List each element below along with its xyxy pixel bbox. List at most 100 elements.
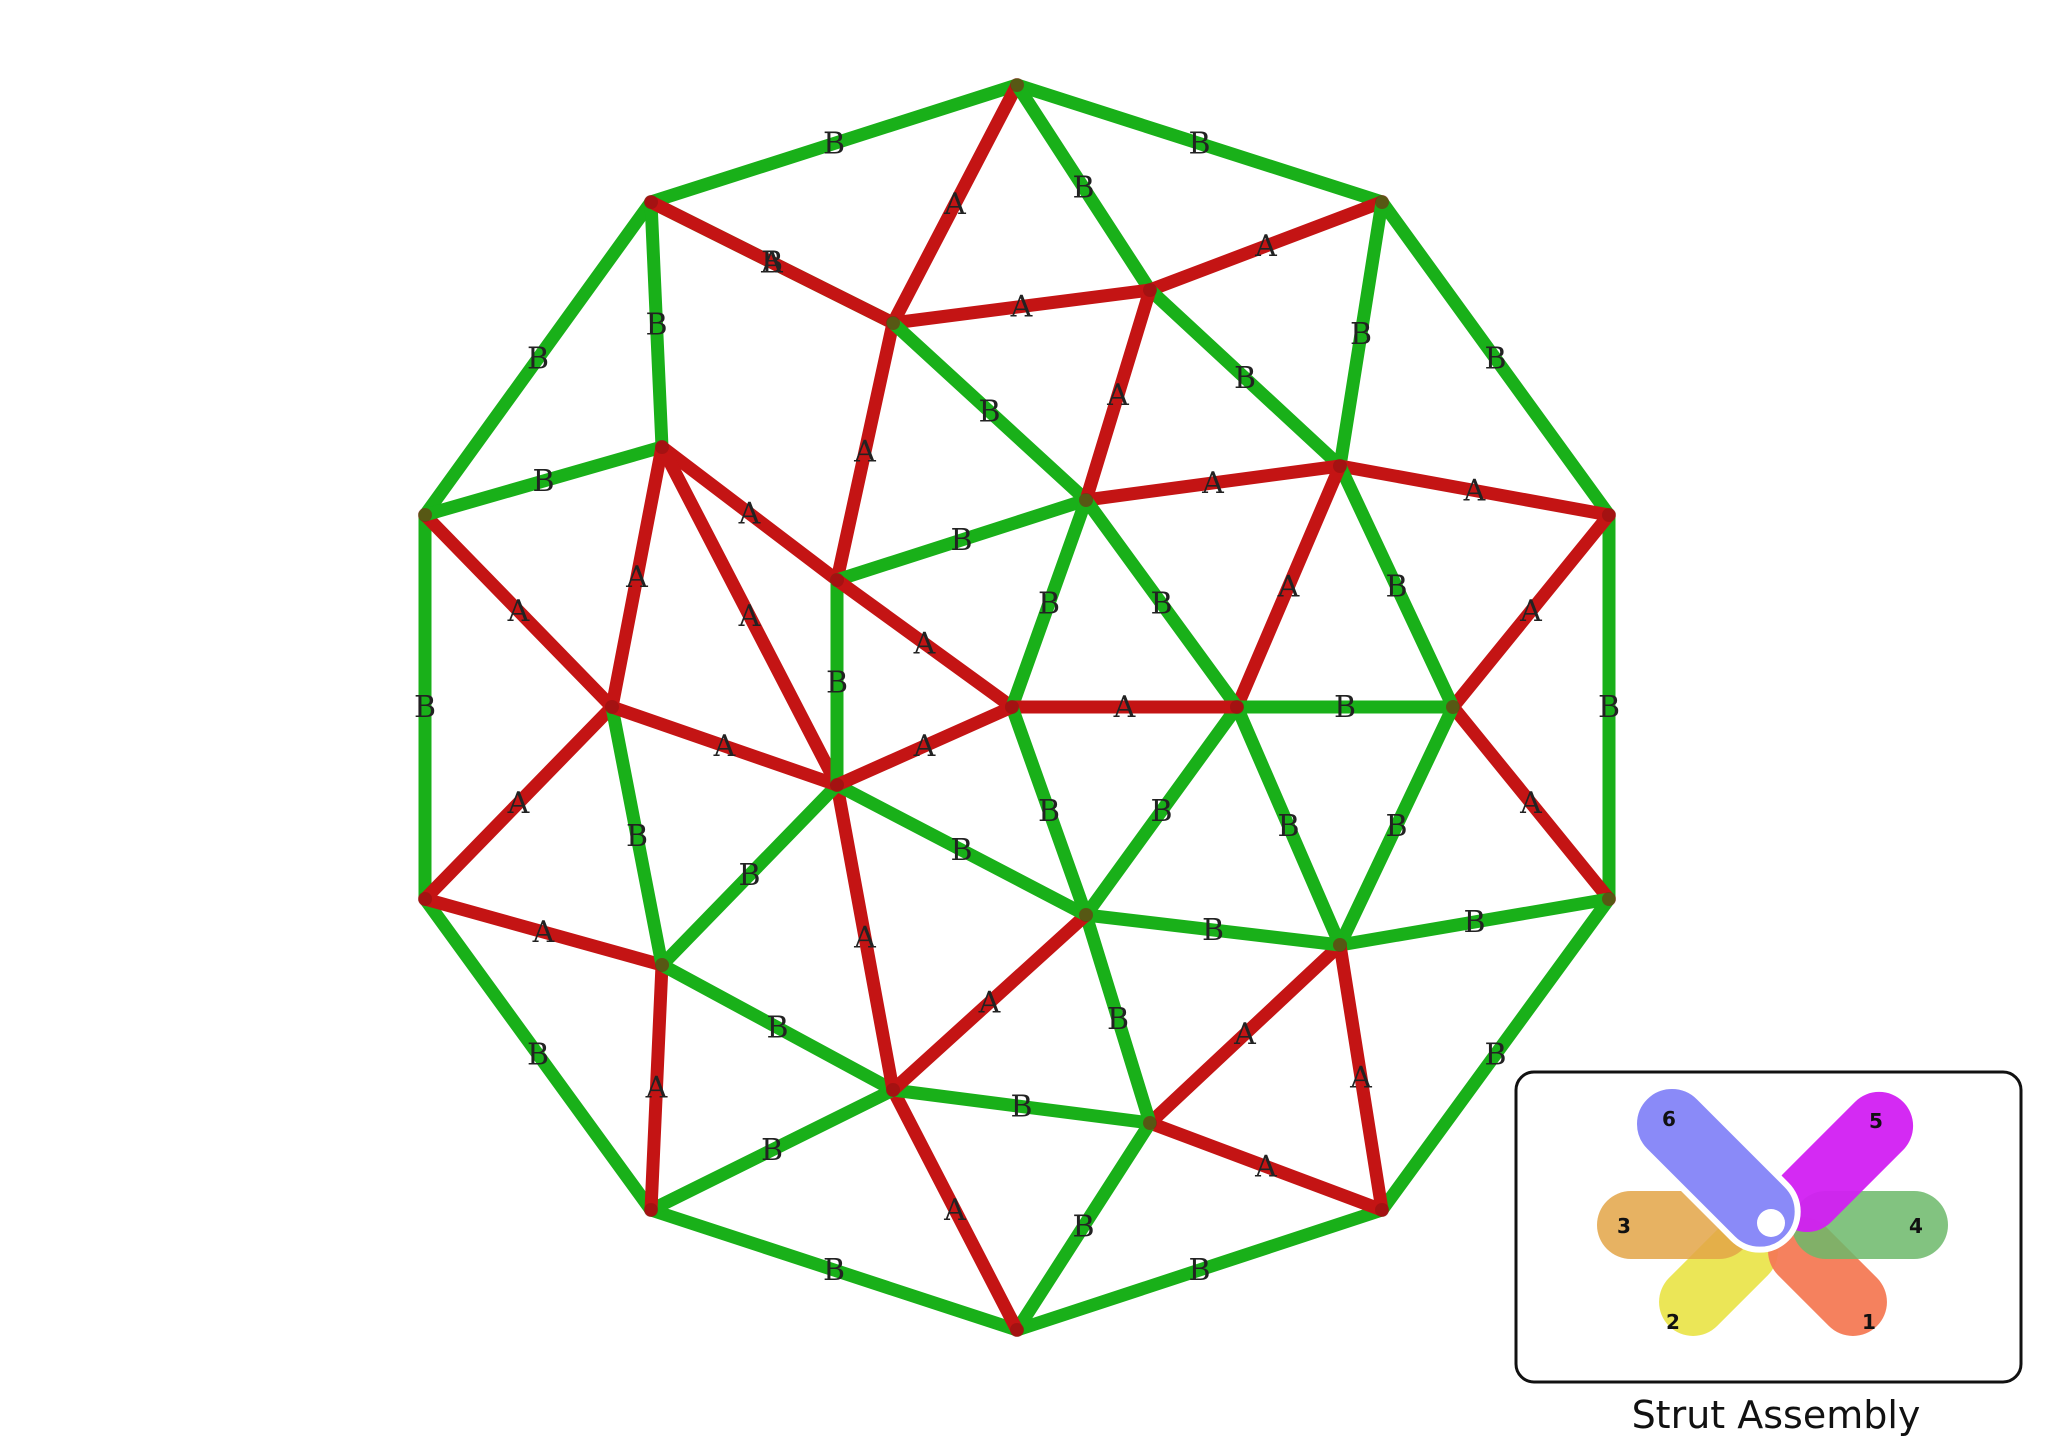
strut-b	[655, 778, 844, 972]
strut-b	[886, 316, 1093, 507]
strut-b	[644, 195, 669, 454]
strut-label: B	[1385, 809, 1407, 844]
strut-a	[1143, 195, 1389, 297]
strut-a	[886, 283, 1157, 330]
strut-b	[830, 778, 1093, 922]
strut-label: A	[1106, 378, 1129, 413]
strut-a	[1079, 459, 1347, 507]
strut-a	[1143, 938, 1347, 1130]
strut-label: A	[853, 921, 876, 956]
hub-node	[1010, 78, 1024, 92]
joint-strut-6	[1631, 1083, 1801, 1253]
joint-strut-6-shape	[1631, 1083, 1801, 1253]
strut-b	[418, 440, 669, 522]
strut-label: B	[414, 690, 436, 725]
strut-b	[1333, 195, 1389, 473]
strut-label: A	[1519, 594, 1542, 629]
strut-label: A	[1519, 786, 1542, 821]
strut-label: A	[943, 187, 966, 222]
strut-b	[886, 1083, 1157, 1130]
strut-label: A	[532, 915, 555, 950]
strut-b	[1375, 892, 1616, 1217]
strut-label: B	[823, 127, 845, 162]
strut-label: B	[978, 395, 1000, 430]
hub-node	[1602, 508, 1616, 522]
strut-label: B	[1234, 361, 1256, 396]
strut-a	[418, 508, 619, 714]
strut-a	[1143, 1116, 1389, 1217]
joint-number-1: 1	[1862, 1310, 1876, 1334]
strut-b	[1010, 78, 1389, 209]
hub-node	[1079, 908, 1093, 922]
hub-node	[1333, 459, 1347, 473]
hub-node	[1143, 283, 1157, 297]
strut-label: A	[1277, 570, 1300, 605]
strut-a	[655, 440, 844, 792]
strut-label: A	[853, 435, 876, 470]
hub-node	[1079, 493, 1093, 507]
strut-label: A	[507, 786, 530, 821]
strut-label: B	[823, 1253, 845, 1288]
strut-a	[886, 1083, 1024, 1337]
strut-label: B	[1188, 1253, 1210, 1288]
strut-label: B	[1385, 570, 1407, 605]
strut-label: B	[1484, 1038, 1506, 1073]
joint-strut-1-shape	[1768, 1217, 1887, 1336]
strut-label: A	[1349, 1061, 1372, 1096]
hub-node	[830, 778, 844, 792]
strut-a	[605, 440, 669, 714]
joint-number-4: 4	[1909, 1214, 1923, 1238]
strut-label: B	[1188, 127, 1210, 162]
strut-label-layer: B B B B B B B B B B A B B A A B A B A A B B A B A B A A B B A A B A A B B B A A…	[414, 127, 1620, 1289]
strut-a	[830, 700, 1019, 792]
strut-a	[1446, 508, 1616, 714]
strut-label: B	[1463, 905, 1485, 940]
strut-label: B	[645, 308, 667, 343]
joint-strut-5	[1772, 1091, 1914, 1233]
strut-b	[1079, 700, 1244, 922]
strut-a	[1333, 938, 1389, 1217]
strut-label: B	[1150, 587, 1172, 622]
strut-label: B	[1038, 587, 1060, 622]
strut-label: B	[1202, 913, 1224, 948]
hub-node	[1230, 700, 1244, 714]
strut-b	[644, 1203, 1024, 1337]
hub-node	[1143, 1116, 1157, 1130]
strut-label: B	[950, 523, 972, 558]
strut-a	[830, 316, 900, 587]
hub-node	[1375, 1203, 1389, 1217]
hub-node	[644, 1203, 658, 1217]
strut-b	[605, 700, 669, 972]
strut-label: B	[1010, 1090, 1032, 1125]
hub-node	[1446, 700, 1460, 714]
strut-label: B	[1484, 342, 1506, 377]
strut-label: B	[1277, 809, 1299, 844]
strut-b	[830, 493, 1093, 587]
strut-b	[1333, 700, 1460, 952]
strut-a	[886, 908, 1093, 1097]
strut-label: B	[1072, 1210, 1094, 1245]
joint-hub-hole	[1757, 1209, 1785, 1237]
strut-label: B	[527, 342, 549, 377]
hub-node	[1602, 892, 1616, 906]
strut-a	[1230, 459, 1347, 714]
strut-label: B	[532, 464, 554, 499]
strut-label: A	[1233, 1017, 1256, 1052]
strut-b	[1079, 493, 1244, 714]
strut-label: B	[1334, 690, 1356, 725]
strut-label: B	[761, 1133, 783, 1168]
strut-label: A	[1254, 1150, 1277, 1185]
strut-label: B	[1350, 317, 1372, 352]
strut-label: A	[738, 599, 761, 634]
strut-label: A	[1010, 290, 1033, 325]
hub-node	[644, 195, 658, 209]
strut-label: A	[913, 627, 936, 662]
strut-a	[418, 892, 669, 972]
strut-a	[605, 700, 844, 792]
hub-node	[1375, 195, 1389, 209]
strut-label: A	[507, 594, 530, 629]
strut-label: A	[913, 729, 936, 764]
hub-node	[655, 958, 669, 972]
strut-a	[830, 778, 900, 1097]
